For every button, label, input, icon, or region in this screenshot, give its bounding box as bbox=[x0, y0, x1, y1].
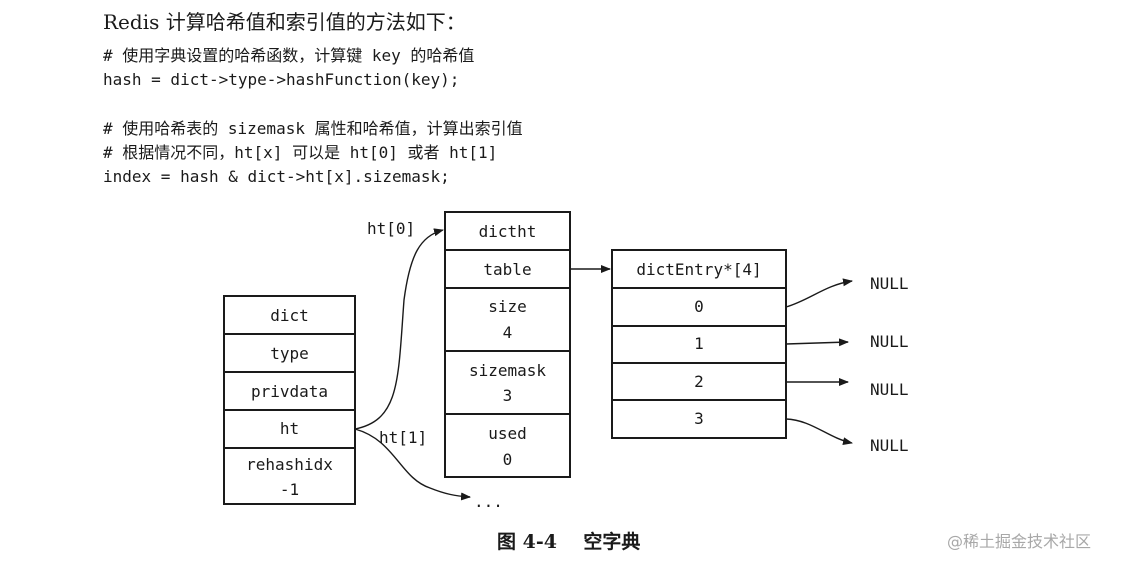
edge-label-ht0: ht[0] bbox=[367, 219, 415, 238]
dictht-sizemask-value: 3 bbox=[503, 386, 513, 405]
code-comment-hash: # 使用字典设置的哈希函数，计算键 key 的哈希值 bbox=[103, 46, 475, 65]
dict-rehashidx-value: -1 bbox=[280, 480, 299, 499]
arrow-ht1 bbox=[354, 428, 471, 501]
dictentry-index-2: 2 bbox=[694, 372, 704, 391]
dictentry-index-1: 1 bbox=[694, 334, 704, 353]
dictht-struct: dictht table size 4 sizemask 3 used 0 bbox=[444, 211, 571, 478]
dictentry-array: dictEntry*[4] 0 1 2 3 bbox=[611, 249, 787, 439]
dictht-size-value: 4 bbox=[503, 323, 513, 342]
null-label-0: NULL bbox=[870, 274, 909, 293]
heading: Redis 计算哈希值和索引值的方法如下： bbox=[103, 10, 466, 34]
code-line-hash: hash = dict->type->hashFunction(key); bbox=[103, 70, 460, 89]
figure-caption: 图 4-4 空字典 bbox=[497, 531, 641, 553]
code-comment-index: # 使用哈希表的 sizemask 属性和哈希值，计算出索引值 bbox=[103, 119, 523, 138]
dict-field-privdata: privdata bbox=[251, 382, 328, 401]
watermark: @稀土掘金技术社区 bbox=[947, 532, 1092, 551]
arrow-null-1 bbox=[785, 338, 849, 347]
dictentry-index-3: 3 bbox=[694, 409, 704, 428]
dict-field-ht: ht bbox=[280, 419, 299, 438]
dictentry-index-0: 0 bbox=[694, 297, 704, 316]
dictht-used-value: 0 bbox=[503, 450, 513, 469]
dictht-field-size: size bbox=[488, 297, 527, 316]
dict-field-dict: dict bbox=[270, 306, 309, 325]
dictht-field-used: used bbox=[488, 424, 527, 443]
null-label-2: NULL bbox=[870, 380, 909, 399]
dictht-field-table: table bbox=[483, 260, 531, 279]
null-label-3: NULL bbox=[870, 436, 909, 455]
arrow-null-0 bbox=[785, 278, 853, 308]
code-line-index: index = hash & dict->ht[x].sizemask; bbox=[103, 167, 450, 186]
dictentry-title: dictEntry*[4] bbox=[636, 260, 761, 279]
dict-struct: dict type privdata ht rehashidx -1 bbox=[223, 295, 356, 505]
dictht-field-sizemask: sizemask bbox=[469, 361, 546, 380]
arrow-ht0 bbox=[354, 228, 444, 430]
null-label-1: NULL bbox=[870, 332, 909, 351]
code-comment-ht-choice: # 根据情况不同，ht[x] 可以是 ht[0] 或者 ht[1] bbox=[103, 143, 498, 162]
dictht-title: dictht bbox=[479, 222, 537, 241]
dict-field-type: type bbox=[270, 344, 309, 363]
ellipsis: ... bbox=[474, 492, 503, 511]
dict-field-rehashidx: rehashidx bbox=[246, 455, 333, 474]
arrow-null-3 bbox=[785, 418, 853, 446]
edge-label-ht1: ht[1] bbox=[379, 428, 427, 447]
